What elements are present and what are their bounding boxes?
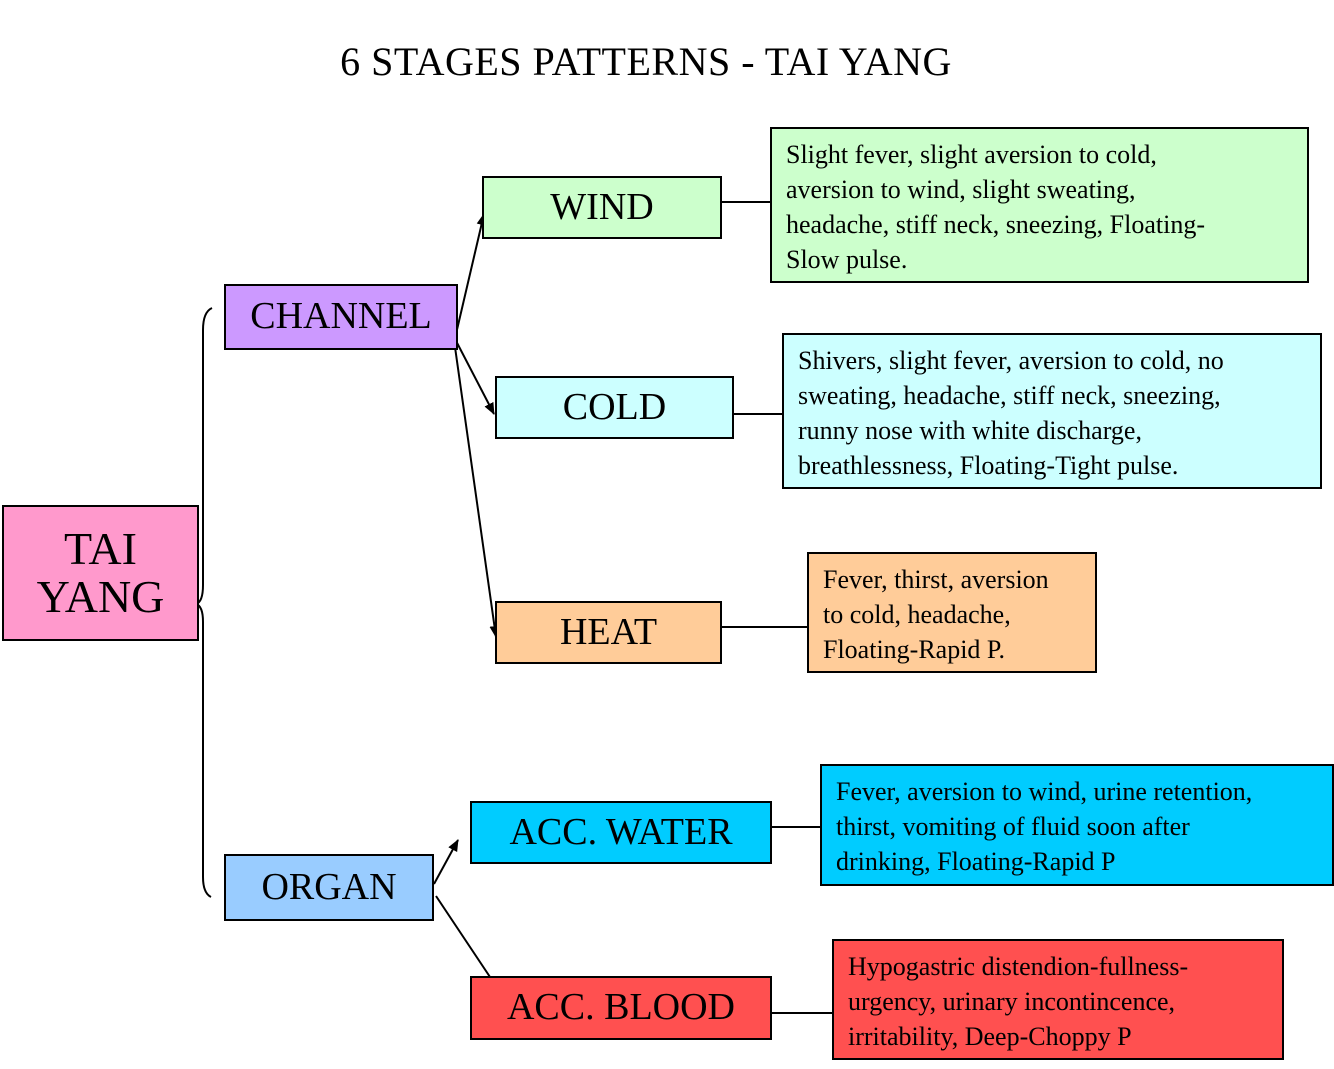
arrow-channel-heat — [453, 339, 500, 638]
node-cold: COLD — [495, 376, 734, 439]
node-acc-water-label: ACC. WATER — [509, 810, 733, 853]
desc-heat: Fever, thirst, aversion to cold, headach… — [807, 552, 1097, 673]
node-heat-label: HEAT — [559, 610, 658, 653]
node-tai-yang-label: TAI YANG — [36, 522, 165, 622]
arrow-channel-wind — [455, 213, 487, 335]
node-channel: CHANNEL — [224, 284, 458, 350]
node-organ: ORGAN — [224, 854, 434, 921]
node-acc-blood-label: ACC. BLOOD — [506, 986, 736, 1029]
node-channel-label: CHANNEL — [250, 295, 432, 338]
page-title: 6 STAGES PATTERNS - TAI YANG — [340, 39, 952, 84]
node-wind-label: WIND — [550, 185, 654, 228]
arrow-organ-water — [433, 839, 459, 885]
desc-cold: Shivers, slight fever, aversion to cold,… — [782, 333, 1322, 489]
node-acc-water: ACC. WATER — [470, 801, 772, 864]
desc-acc-blood: Hypogastric distendion-fullness- urgency… — [832, 939, 1284, 1060]
arrow-channel-cold — [453, 336, 495, 415]
node-organ-label: ORGAN — [261, 865, 397, 908]
node-wind: WIND — [482, 176, 722, 239]
node-acc-blood: ACC. BLOOD — [470, 976, 772, 1040]
node-tai-yang: TAI YANG — [2, 505, 199, 641]
desc-wind: Slight fever, slight aversion to cold, a… — [770, 127, 1309, 283]
desc-acc-water: Fever, aversion to wind, urine retention… — [820, 764, 1334, 886]
node-heat: HEAT — [495, 601, 722, 664]
node-cold-label: COLD — [562, 385, 667, 428]
